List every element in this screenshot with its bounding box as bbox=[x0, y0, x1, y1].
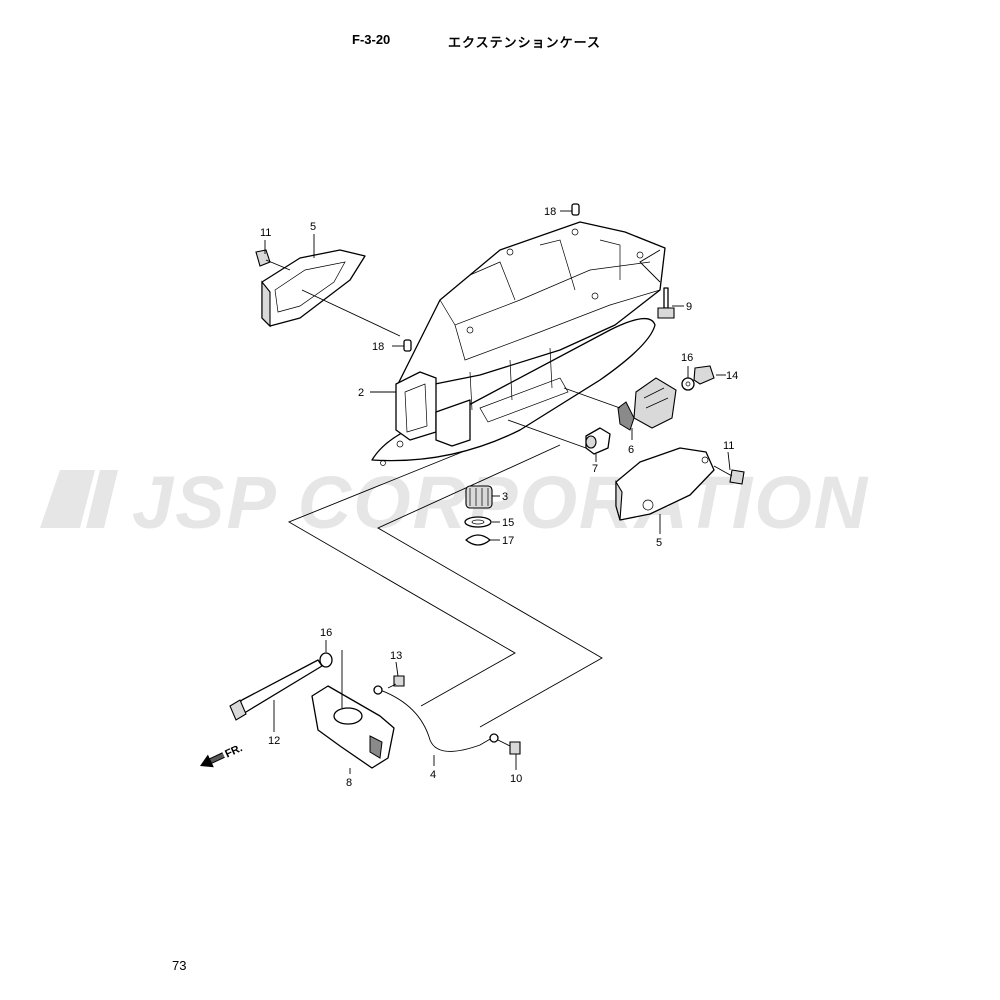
label-part: 13 bbox=[390, 650, 402, 662]
label-part: 3 bbox=[502, 491, 508, 503]
front-arrow: FR. bbox=[200, 742, 244, 768]
label-part: 18 bbox=[372, 341, 384, 353]
extension-case bbox=[371, 221, 666, 466]
label-part: 10 bbox=[510, 773, 522, 785]
figure-title: エクステンションケース bbox=[448, 35, 601, 50]
screw-13 bbox=[387, 675, 405, 689]
bolt-11-upper bbox=[255, 249, 291, 271]
washer-lower bbox=[319, 652, 333, 668]
side-cover-upper bbox=[261, 249, 366, 328]
label-part: 5 bbox=[310, 221, 316, 233]
label-part: 15 bbox=[502, 517, 514, 529]
label-part: 5 bbox=[656, 537, 662, 549]
page-number: 73 bbox=[172, 958, 187, 973]
label-part: 17 bbox=[502, 535, 514, 547]
label-part: 18 bbox=[544, 206, 556, 218]
label-part: 16 bbox=[681, 352, 693, 364]
label-part: 4 bbox=[430, 769, 436, 781]
bolt-11-lower bbox=[713, 465, 745, 485]
figure-code: F-3-20 bbox=[352, 32, 391, 47]
label-part: 9 bbox=[686, 301, 692, 313]
watermark-text: JSP CORPORATION bbox=[132, 461, 869, 544]
label-part: 12 bbox=[268, 735, 280, 747]
side-cover-lower bbox=[615, 447, 715, 521]
ground-cable bbox=[373, 685, 499, 752]
dowel-pins bbox=[403, 203, 580, 352]
label-part: 11 bbox=[723, 440, 734, 452]
label-part: 6 bbox=[628, 444, 634, 456]
nut-and-washer bbox=[681, 365, 715, 391]
bushing-stack bbox=[464, 485, 493, 546]
long-bolt bbox=[229, 659, 323, 721]
collar bbox=[585, 427, 611, 455]
part-labels: 18 11 5 9 18 2 16 14 6 7 11 3 15 17 5 16… bbox=[260, 206, 738, 789]
label-part: 2 bbox=[358, 387, 364, 399]
label-part: 11 bbox=[260, 227, 271, 239]
label-part: 8 bbox=[346, 777, 352, 789]
bracket bbox=[311, 650, 395, 769]
label-part: 7 bbox=[592, 463, 598, 475]
bolt-9 bbox=[657, 287, 675, 319]
mount-rubber bbox=[617, 377, 677, 431]
watermark: JSP CORPORATION bbox=[40, 461, 869, 544]
label-part: 16 bbox=[320, 627, 332, 639]
label-part: 14 bbox=[726, 370, 738, 382]
screw-10 bbox=[497, 739, 521, 755]
front-marker-text: FR. bbox=[223, 742, 244, 760]
leader-lines bbox=[264, 210, 731, 774]
